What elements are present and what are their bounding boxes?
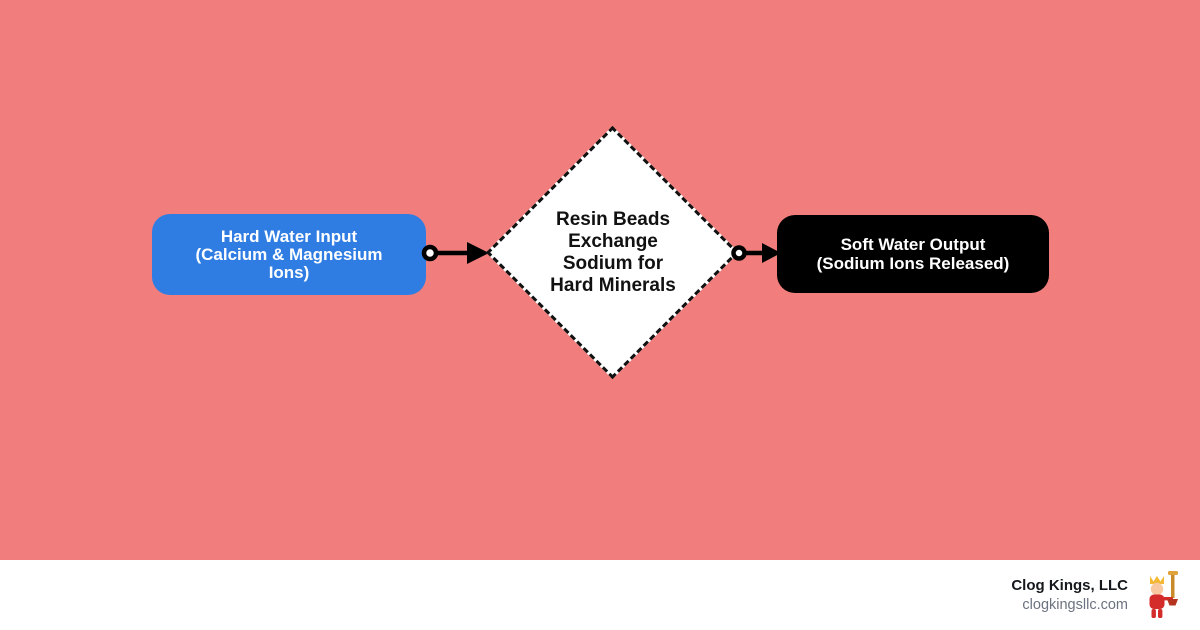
- footer: Clog Kings, LLC clogkingsllc.com: [0, 560, 1200, 630]
- output-node-line: Soft Water Output: [840, 235, 986, 254]
- input-node-line: (Calcium & Magnesium: [195, 244, 383, 264]
- process-node-line: Exchange: [568, 231, 658, 252]
- clog-kings-mascot-icon: [1149, 571, 1178, 618]
- footer-website: clogkingsllc.com: [1022, 597, 1128, 613]
- process-node: Resin Beads Exchange Sodium for Hard Min…: [513, 209, 713, 297]
- process-node-line: Sodium for: [562, 253, 664, 274]
- footer-branding: Clog Kings, LLC clogkingsllc.com: [1011, 577, 1128, 613]
- process-node-line: Resin Beads: [555, 209, 671, 230]
- process-node-line: Hard Minerals: [550, 275, 676, 296]
- output-node: Soft Water Output (Sodium Ions Released): [777, 215, 1049, 293]
- flow-arrow-right-icon: [421, 242, 489, 264]
- input-node-line: Ions): [268, 262, 310, 282]
- output-node-line: (Sodium Ions Released): [816, 254, 1010, 273]
- input-node: Hard Water Input (Calcium & Magnesium Io…: [152, 214, 426, 295]
- input-node-line: Hard Water Input: [220, 226, 358, 246]
- footer-company-name: Clog Kings, LLC: [1011, 577, 1128, 594]
- flow-arrow-right-icon: [731, 243, 781, 263]
